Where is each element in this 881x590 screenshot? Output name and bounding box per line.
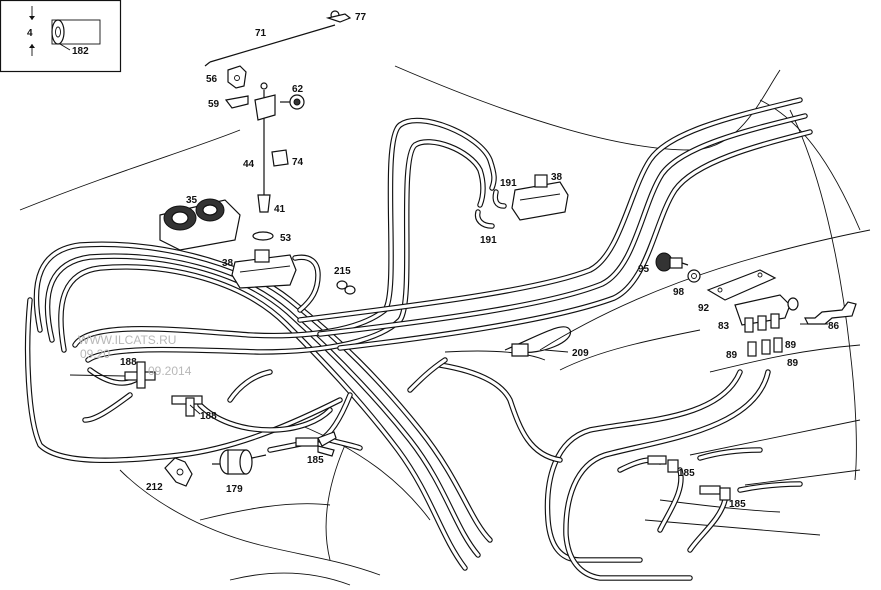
clip-212 [164,457,193,487]
callout-92: 92 [698,303,710,314]
pipe-bundle [24,97,813,581]
callout-71: 71 [255,28,267,39]
callout-98: 98 [673,287,685,298]
y-piece-185-right-b [699,485,731,501]
car-body-outline [19,65,871,586]
callout-53: 53 [280,233,292,244]
callout-35: 35 [186,195,198,206]
callout-62: 62 [292,84,304,95]
bolt-62 [280,94,305,110]
caps-89 [747,337,783,357]
connector-215 [336,280,356,295]
callout-44: 44 [243,159,255,170]
ring-53 [252,231,274,241]
filter-179 [212,449,267,475]
callout-185-center: 185 [307,455,324,466]
clip-74 [271,149,289,167]
watermark-date-end: 09.2014 [148,364,192,378]
vacuum-unit-35 [159,198,241,251]
watermark-date-start: 09.20 [80,347,110,361]
callout-209: 209 [572,348,589,359]
legend-box [0,0,122,73]
watermark: WWW.ILCATS.RU 09.20 09.2014 [78,333,192,378]
vacuum-unit-38-lower [231,249,297,289]
callout-77: 77 [355,12,367,23]
vacuum-unit-38-upper [511,174,569,221]
watermark-site: WWW.ILCATS.RU [78,333,176,347]
callout-89-lower-right: 89 [787,358,799,369]
washer-98 [687,269,701,283]
t-piece-188-right [171,395,203,417]
callout-185-right-b: 185 [729,499,746,510]
bracket-92 [706,269,777,301]
legend-part-number: 182 [72,46,89,57]
callout-95: 95 [638,264,650,275]
y-piece-185-center [295,431,337,457]
callout-185-right-a: 185 [678,468,695,479]
hose-191 [474,189,507,229]
callout-191-upper: 191 [500,178,517,189]
callout-188-right: 188 [200,411,217,422]
y-piece-185-right-a [647,455,679,473]
callout-83: 83 [718,321,730,332]
callout-89-upper-right: 89 [785,340,797,351]
callout-179: 179 [226,484,243,495]
cable-tie-209 [504,326,571,357]
callout-215: 215 [334,266,351,277]
callout-89-left: 89 [726,350,738,361]
fitting-59 [224,95,249,109]
callout-188-left: 188 [120,357,137,368]
callout-86: 86 [828,321,840,332]
callout-191-lower: 191 [480,235,497,246]
switch-valve-83 [734,294,799,333]
legend-dimension: 4 [27,28,33,39]
callout-41: 41 [274,204,286,215]
callout-59: 59 [208,99,220,110]
fitting-56 [227,65,247,89]
valve-95 [655,252,689,272]
callout-56: 56 [206,74,218,85]
callout-212: 212 [146,482,163,493]
control-rod [204,10,352,213]
callout-38-upper: 38 [551,172,563,183]
callout-38-lower: 38 [222,258,234,269]
leader-lines [69,323,828,415]
callout-74: 74 [292,157,304,168]
